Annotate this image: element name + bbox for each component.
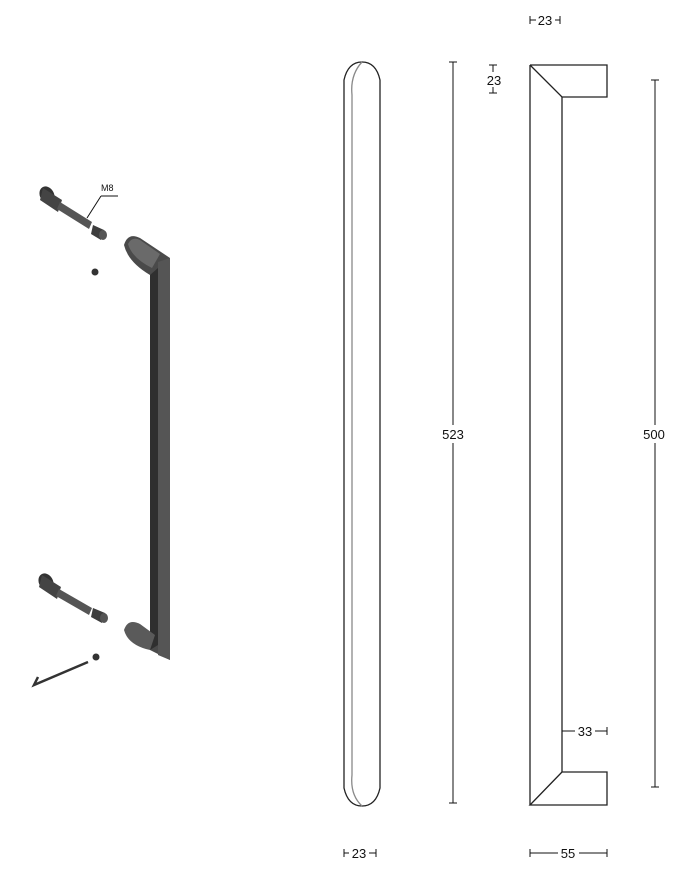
top-bushing bbox=[91, 225, 107, 240]
top-width-dimension: 23 bbox=[538, 13, 552, 28]
side-view: 523 23 bbox=[343, 61, 468, 861]
centers-dimension: 500 bbox=[643, 427, 665, 442]
exploded-view: M8 bbox=[31, 183, 170, 688]
top-screw bbox=[39, 186, 92, 229]
leader-line bbox=[86, 195, 102, 219]
projection-dimension: 55 bbox=[561, 846, 575, 861]
handle-3d bbox=[124, 236, 170, 660]
profile-view: 23 23 500 33 55 bbox=[484, 12, 670, 861]
bottom-grub-screw bbox=[92, 653, 100, 661]
top-thickness-dimension: 23 bbox=[487, 73, 501, 88]
inner-depth-dimension: 33 bbox=[578, 724, 592, 739]
bottom-screw bbox=[38, 573, 92, 615]
bottom-bushing bbox=[91, 608, 108, 623]
allen-key bbox=[31, 660, 89, 688]
top-grub-screw bbox=[91, 268, 99, 276]
thread-label: M8 bbox=[101, 183, 114, 193]
length-dimension: 523 bbox=[442, 427, 464, 442]
bottom-width-dimension: 23 bbox=[352, 846, 366, 861]
